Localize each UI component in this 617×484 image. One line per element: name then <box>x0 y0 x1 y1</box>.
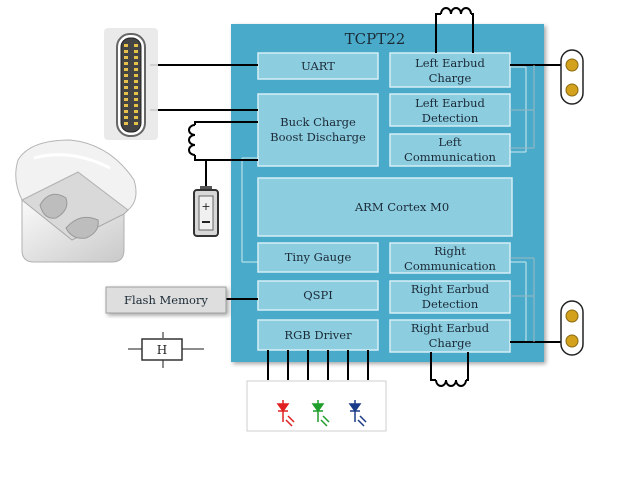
right-earbud-detection-block: Right Earbud Detection <box>389 280 511 314</box>
rgb-driver-block: RGB Driver <box>257 319 379 351</box>
left-charge-label-line2: Charge <box>429 71 472 85</box>
right-comm-label-line2: Communication <box>404 259 497 273</box>
right-charge-label-line2: Charge <box>429 336 472 350</box>
right-detect-label-line1: Right Earbud <box>411 282 490 296</box>
usb-c-connector-icon <box>104 28 158 140</box>
chip-title: TCPT22 <box>345 30 406 48</box>
tiny-gauge-label: Tiny Gauge <box>285 250 352 264</box>
left-comm-label-line1: Left <box>438 135 462 149</box>
hall-sensor-label: H <box>157 343 167 357</box>
left-comm-label-line2: Communication <box>404 150 497 164</box>
left-earbud-contacts-icon <box>560 49 584 105</box>
buck-label-line2: Boost Discharge <box>270 130 366 144</box>
earbud-feedback-wires <box>510 65 535 342</box>
left-communication-block: Left Communication <box>389 133 511 167</box>
battery-icon: + <box>193 186 219 237</box>
tiny-gauge-block: Tiny Gauge <box>257 242 379 273</box>
left-charge-label-line1: Left Earbud <box>415 56 485 70</box>
flash-memory-block: Flash Memory <box>105 286 227 314</box>
qspi-block: QSPI <box>257 280 379 311</box>
right-earbud-charge-block: Right Earbud Charge <box>389 319 511 353</box>
red-led-icon <box>276 400 295 427</box>
svg-text:+: + <box>201 200 210 213</box>
green-led-icon <box>311 400 330 427</box>
left-earbud-detection-block: Left Earbud Detection <box>389 93 511 127</box>
arm-block: ARM Cortex M0 <box>257 177 513 237</box>
buck-label-line1: Buck Charge <box>280 115 356 129</box>
right-detect-label-line2: Detection <box>422 297 479 311</box>
left-detect-label-line2: Detection <box>422 111 479 125</box>
bottom-inductor-icon <box>430 352 469 387</box>
earbud-case-icon <box>15 139 137 263</box>
left-detect-label-line1: Left Earbud <box>415 96 485 110</box>
left-inductor-icon <box>188 121 258 161</box>
buck-boost-block: Buck Charge Boost Discharge <box>257 93 379 167</box>
uart-block: UART <box>257 52 379 80</box>
flash-memory-label: Flash Memory <box>124 293 208 307</box>
uart-label: UART <box>301 59 335 73</box>
right-comm-label-line1: Right <box>434 244 466 258</box>
hall-sensor-symbol: H <box>128 332 204 368</box>
right-charge-label-line1: Right Earbud <box>411 321 490 335</box>
arm-label: ARM Cortex M0 <box>354 200 449 214</box>
blue-led-icon <box>348 400 367 427</box>
top-inductor-icon <box>435 7 474 53</box>
rgb-led-panel <box>246 380 387 432</box>
qspi-label: QSPI <box>303 288 333 302</box>
left-earbud-charge-block: Left Earbud Charge <box>389 52 511 88</box>
right-communication-block: Right Communication <box>389 242 511 274</box>
rgb-driver-label: RGB Driver <box>284 328 352 342</box>
wires <box>150 64 566 380</box>
right-earbud-contacts-icon <box>560 300 584 356</box>
